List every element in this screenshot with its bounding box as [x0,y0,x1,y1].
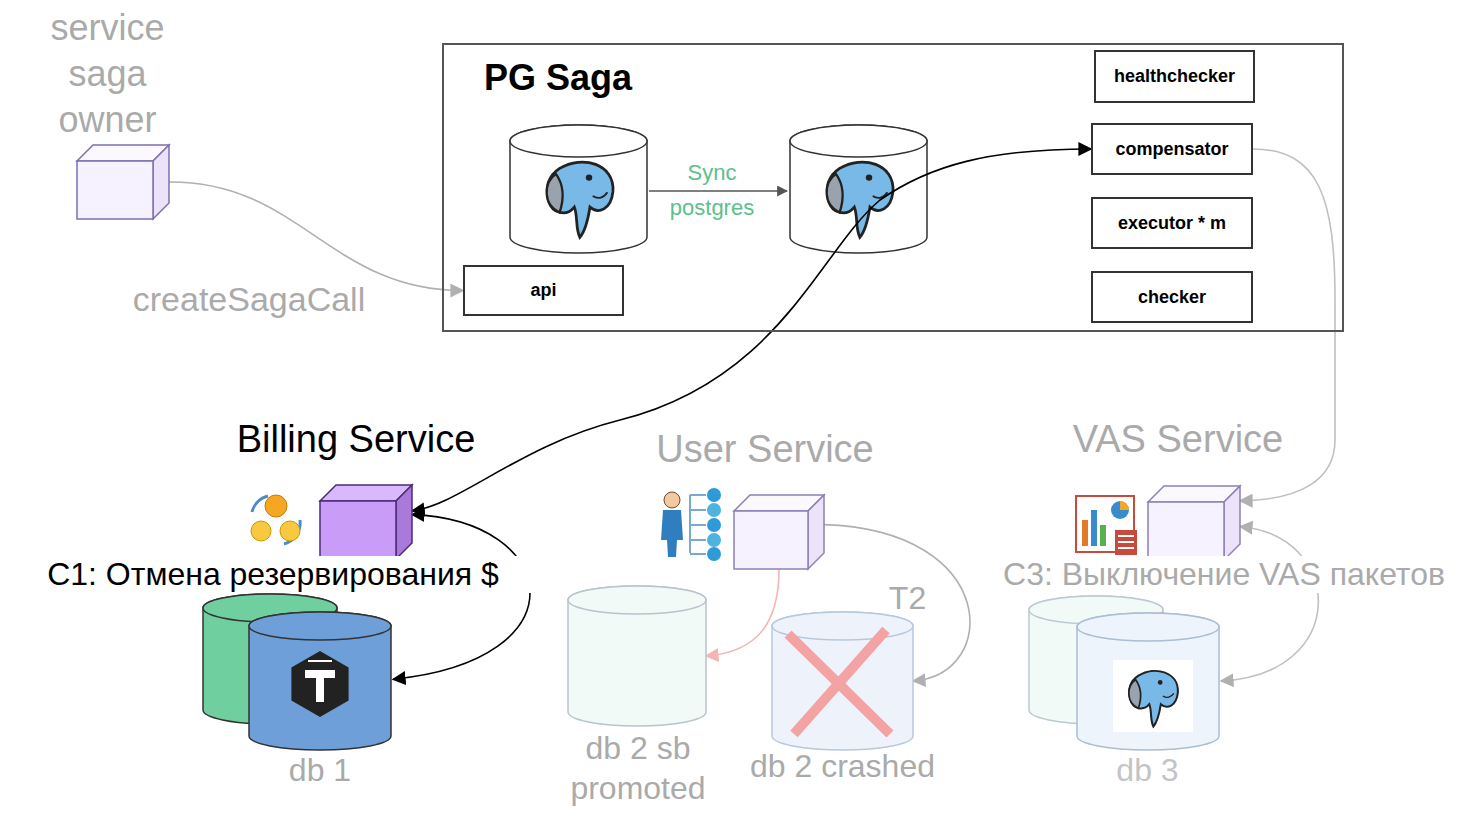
node-caption: C1: Отмена резервирования $ [8,556,538,593]
svg-rect [1113,660,1193,732]
svg-rect [1100,525,1106,546]
pg-cylinder-primary [510,125,647,253]
db3-shape [1029,594,1221,752]
service-cube: VAS ServiceC3: Выключение VAS пакетов [968,415,1480,600]
connector [169,182,463,291]
service-cube: User Service [640,425,890,575]
svg-path [510,125,647,253]
connector [412,149,1091,511]
svg-circle [707,488,721,502]
sync-arrow [649,190,787,192]
svg-path [1118,536,1134,548]
svg-rect [320,501,396,559]
svg-use [547,162,613,237]
box-label: api [530,280,556,301]
svg-ellipse [790,125,927,157]
svg-rect [77,161,153,219]
svg-circle [707,518,721,532]
database: db 2 sb promoted [548,584,728,809]
svg-rect [1091,510,1097,546]
node-heading: service saga owner [20,5,195,143]
svg-path [790,125,927,253]
connector [1221,527,1318,681]
svg-path [1120,501,1129,510]
svg-line [794,630,886,734]
svg-use [1129,671,1178,727]
svg-path [1077,613,1219,750]
node-heading: db 2 sb promoted [548,728,728,808]
svg-circle [265,495,287,517]
box-label: compensator [1115,139,1228,160]
node-caption: db 2 crashed [730,748,955,785]
pg-cylinder-replica [790,125,927,253]
svg-rect [316,670,324,702]
node-heading: db 1 [245,752,395,789]
cyl-shape [568,586,706,726]
box-label: checker [1138,287,1206,308]
svg-polygon [808,495,824,569]
svg-polygon [291,651,348,717]
svg-path [568,586,706,726]
svg-polygon [153,145,169,219]
svg-rect [308,660,332,662]
svg-ellipse [249,612,391,640]
svg-path [661,510,683,557]
svg-ellipse [510,125,647,157]
component-box: checker [1091,271,1253,323]
saga-container: PG Saga healthchecker compensator executor … [442,43,1344,332]
database: T2 db 2 crashed [730,578,955,793]
svg-use [827,162,893,237]
cube-shape [1148,486,1240,560]
component-box: healthchecker [1094,50,1255,103]
svg-ellipse [568,586,706,614]
coins-icon [251,495,300,544]
component-box: compensator [1091,123,1253,175]
sync-label: Sync postgres [652,155,772,225]
svg-rect [1115,530,1137,555]
svg-polygon [396,485,412,559]
node-caption: C3: Выключение VAS пакетов [972,556,1476,593]
node-heading: T2 [880,580,935,617]
svg-circle [707,547,721,561]
cylx-shape [772,612,913,750]
node-heading: VAS Service [1028,418,1328,462]
cube-shape [734,495,824,569]
svg-circle [707,533,721,547]
chart-icon [1076,496,1137,555]
svg-path [772,612,913,750]
svg-circle [707,503,721,517]
svg-path [690,495,706,554]
node-heading: User Service [640,428,890,472]
svg-circle [280,521,300,541]
connector [706,569,779,656]
person-icon [661,488,721,561]
svg-rect [1148,502,1224,560]
service-cube: service saga owner [20,5,195,220]
component-box: executor * m [1091,197,1253,249]
svg-circle [1111,501,1129,519]
svg-ellipse [1077,613,1219,641]
component-box: api [463,265,624,316]
database: db 3 [1025,592,1225,792]
svg-circle [664,492,680,508]
db1-shape [203,594,393,752]
svg-polygon [1224,486,1240,560]
svg-circle [251,521,271,541]
cube-shape [77,145,169,219]
box-label: executor * m [1118,213,1226,234]
svg-rect [734,511,808,569]
cube-shape [320,485,412,559]
node-heading: Billing Service [206,418,506,462]
node-heading: db 3 [1075,752,1220,789]
svg-path [249,612,391,750]
service-cube: Billing ServiceC1: Отмена резервирования… [8,415,548,600]
node-heading: PG Saga [484,57,744,98]
database: db 1 [200,592,395,792]
connector [393,515,530,680]
box-label: healthchecker [1114,66,1235,87]
edge-label: createSagaCall [118,280,380,319]
svg-rect [1082,520,1088,546]
